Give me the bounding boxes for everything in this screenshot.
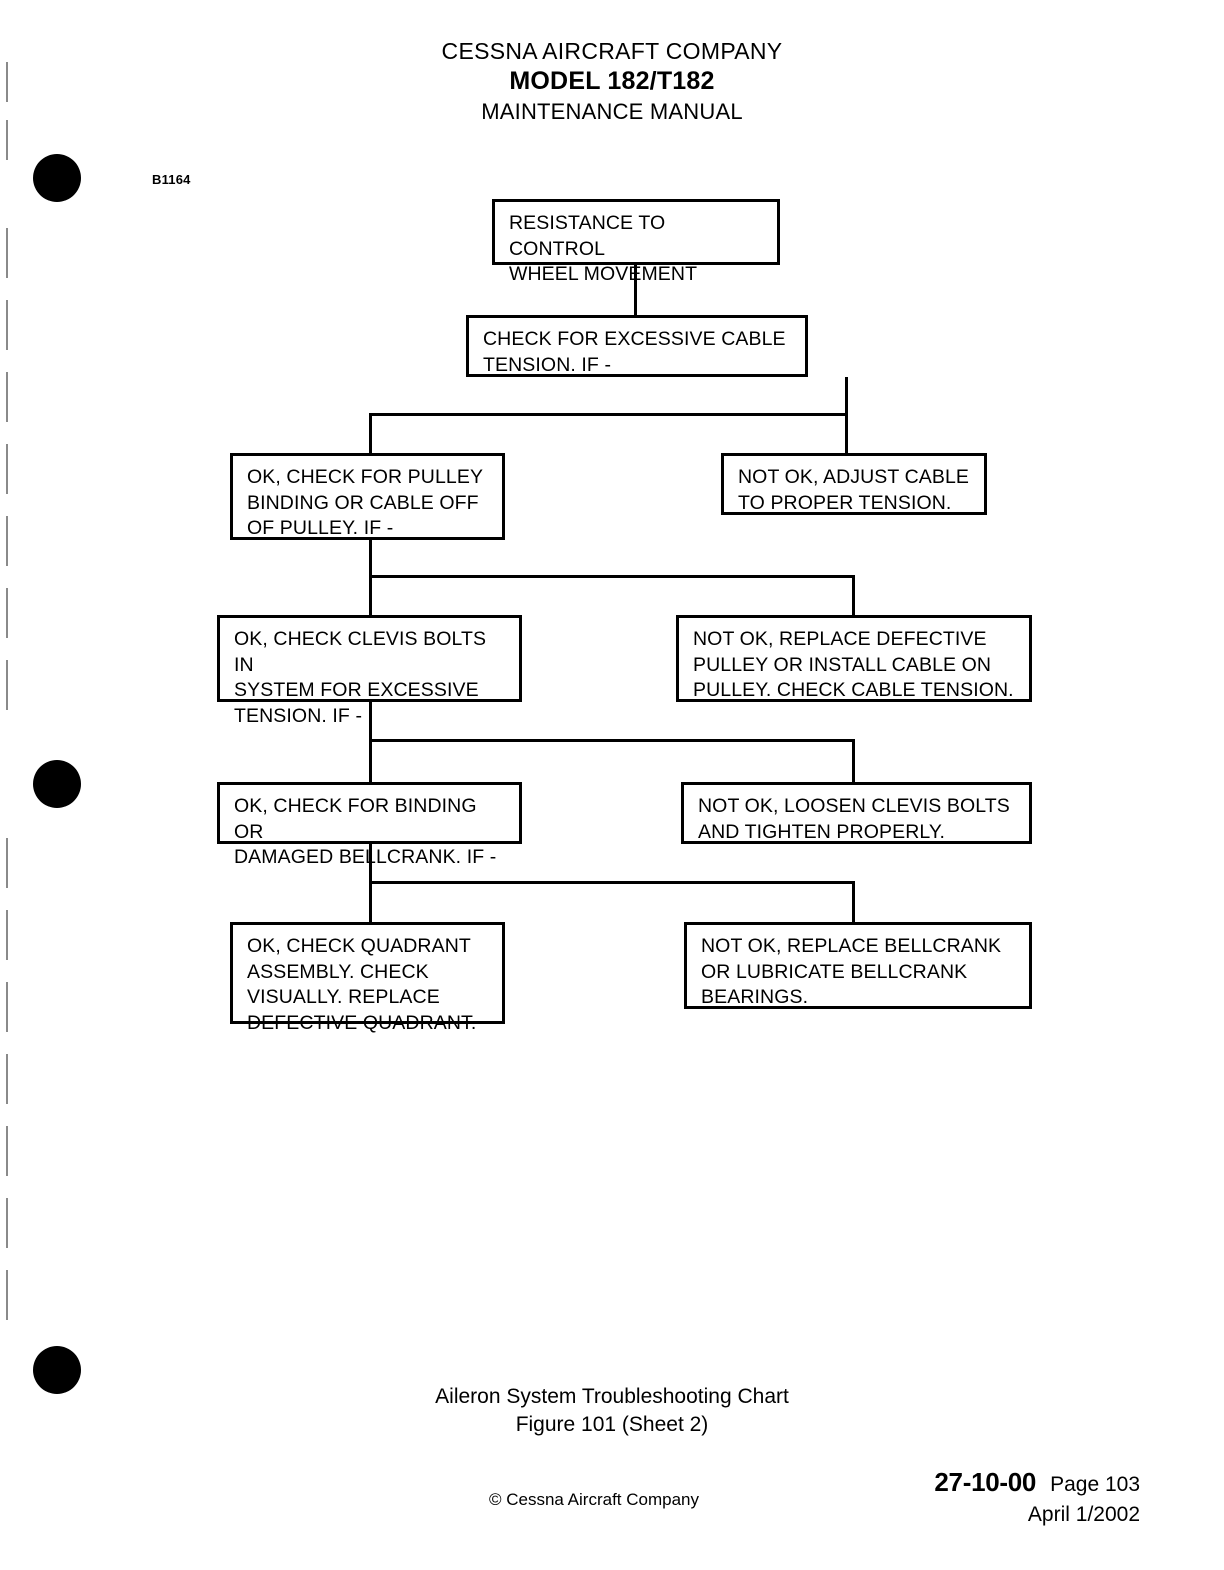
margin-tick xyxy=(6,910,8,960)
footer-reference: 27-10-00 Page 103 April 1/2002 xyxy=(934,1466,1140,1528)
flow-connector-stem xyxy=(634,265,637,315)
figure-caption: Aileron System Troubleshooting Chart Fig… xyxy=(0,1383,1224,1440)
flow-node-ok-check-quadrant: OK, CHECK QUADRANT ASSEMBLY. CHECK VISUA… xyxy=(230,922,505,1034)
flow-connector-stem xyxy=(369,702,372,782)
flow-connector-stem xyxy=(845,377,848,416)
flow-node-ok-check-clevis-bolts: OK, CHECK CLEVIS BOLTS IN SYSTEM FOR EXC… xyxy=(217,615,522,727)
flow-connector-leg-right xyxy=(852,881,855,922)
margin-tick xyxy=(6,372,8,422)
figure-code-label: B1164 xyxy=(152,172,191,187)
footer-page-number: Page 103 xyxy=(1050,1473,1140,1496)
figure-caption-number: Figure 101 (Sheet 2) xyxy=(515,1413,709,1437)
punch-hole-top xyxy=(33,154,81,202)
flow-connector-bar xyxy=(369,413,848,416)
troubleshooting-flowchart: RESISTANCE TO CONTROL WHEEL MOVEMENT CHE… xyxy=(217,199,1032,1034)
margin-tick xyxy=(6,444,8,494)
header-model: MODEL 182/T182 xyxy=(509,67,715,96)
flow-connector-bar xyxy=(369,739,855,742)
punch-hole-bottom xyxy=(33,1346,81,1394)
flow-connector-leg-right xyxy=(852,739,855,782)
footer-copyright: © Cessna Aircraft Company xyxy=(489,1490,699,1509)
margin-tick xyxy=(6,62,8,102)
margin-tick xyxy=(6,1126,8,1176)
margin-tick xyxy=(6,300,8,350)
flow-node-start: RESISTANCE TO CONTROL WHEEL MOVEMENT xyxy=(492,199,780,285)
margin-tick xyxy=(6,982,8,1032)
margin-tick xyxy=(6,588,8,638)
footer-revision-date: April 1/2002 xyxy=(1027,1502,1140,1526)
footer-line-chapter-page: 27-10-00 Page 103 xyxy=(934,1466,1140,1499)
margin-tick xyxy=(6,120,8,160)
header-manual-type: MAINTENANCE MANUAL xyxy=(481,98,743,124)
flow-node-notok-loosen-clevis: NOT OK, LOOSEN CLEVIS BOLTS AND TIGHTEN … xyxy=(681,782,1032,844)
header-company: CESSNA AIRCRAFT COMPANY xyxy=(441,38,783,64)
flow-node-ok-check-pulley: OK, CHECK FOR PULLEY BINDING OR CABLE OF… xyxy=(230,453,505,540)
figure-caption-title: Aileron System Troubleshooting Chart xyxy=(435,1385,789,1408)
margin-tick xyxy=(6,1270,8,1320)
flow-node-notok-replace-bellcrank: NOT OK, REPLACE BELLCRANK OR LUBRICATE B… xyxy=(684,922,1032,1009)
margin-tick xyxy=(6,838,8,888)
flow-connector-leg-left xyxy=(369,413,372,453)
flow-connector-bar xyxy=(369,881,855,884)
flow-node-check-cable-tension: CHECK FOR EXCESSIVE CABLE TENSION. IF - xyxy=(466,315,808,377)
flow-connector-leg-right xyxy=(852,575,855,615)
margin-tick xyxy=(6,1054,8,1104)
punch-hole-middle xyxy=(33,760,81,808)
page-header: CESSNA AIRCRAFT COMPANY MODEL 182/T182 M… xyxy=(0,38,1224,125)
margin-tick xyxy=(6,516,8,566)
flow-connector-bar xyxy=(369,575,855,578)
margin-tick xyxy=(6,660,8,710)
footer-chapter-number: 27-10-00 xyxy=(934,1467,1037,1497)
margin-tick xyxy=(6,1198,8,1248)
flow-node-notok-replace-pulley: NOT OK, REPLACE DEFECTIVE PULLEY OR INST… xyxy=(676,615,1032,702)
flow-node-ok-check-bellcrank: OK, CHECK FOR BINDING OR DAMAGED BELLCRA… xyxy=(217,782,522,868)
flow-connector-leg-right xyxy=(845,413,848,453)
margin-tick xyxy=(6,228,8,278)
flow-node-notok-adjust-cable: NOT OK, ADJUST CABLE TO PROPER TENSION. xyxy=(721,453,987,515)
